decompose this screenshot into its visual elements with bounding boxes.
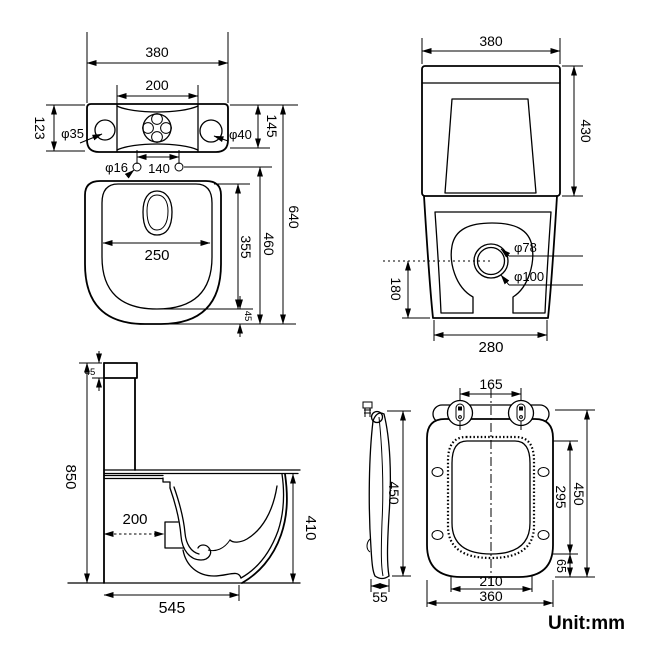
bowl-inner-wall xyxy=(169,487,212,561)
right-tank-hole xyxy=(199,119,223,143)
dim-fix-hole-dia: φ16 xyxy=(105,160,128,175)
dim-opening-width: 210 xyxy=(479,573,503,589)
dim-bowl-inner-width: 250 xyxy=(144,247,169,264)
seat-top-lines xyxy=(103,469,301,475)
plan-view: 380 200 123 φ35 φ40 145 φ16 140 250 355 … xyxy=(32,32,302,337)
side-view: 45 850 200 410 545 xyxy=(62,351,319,617)
tank-recess xyxy=(444,98,537,194)
seat-lid-outline xyxy=(426,418,554,578)
trap-notch xyxy=(164,521,185,549)
dim-plan-valve-span: 200 xyxy=(145,77,169,93)
dim-lid-thickness: 45 xyxy=(85,367,96,378)
seat-plan-view: 165 295 450 65 210 360 xyxy=(426,376,595,607)
dim-outlet-inner-dia: φ78 xyxy=(514,240,537,255)
dim-fix-hole-span: 140 xyxy=(148,161,170,176)
dim-seat-width: 360 xyxy=(479,588,503,604)
outlet-inner-circle xyxy=(476,246,506,276)
bumper-slot-tl xyxy=(431,467,444,477)
dim-bowl-depth: 460 xyxy=(261,232,277,256)
bowl-plan-outline xyxy=(84,180,222,325)
dim-hinge-span: 165 xyxy=(479,376,503,392)
bumper-slot-br xyxy=(537,530,550,540)
unit-label: Unit:mm xyxy=(548,613,625,634)
dim-bowl-height: 410 xyxy=(302,515,319,540)
seat-bumper xyxy=(366,538,371,553)
bowl-outer-profile xyxy=(241,473,288,584)
dim-base-width: 280 xyxy=(478,339,503,356)
dim-plan-tank-width: 380 xyxy=(145,44,169,60)
left-tank-hole xyxy=(94,119,116,141)
seat-opening-inner xyxy=(451,440,531,555)
dim-right-hole-dia: φ40 xyxy=(229,127,252,142)
dim-left-hole-dia: φ35 xyxy=(61,126,84,141)
dim-seat-thickness: 55 xyxy=(372,589,388,605)
dim-seat-length-side: 450 xyxy=(386,481,402,505)
bumper-slot-tr xyxy=(537,467,550,477)
tank-front-outline xyxy=(421,65,561,197)
bumper-slot-bl xyxy=(431,530,444,540)
seat-opening-hatch xyxy=(446,435,536,560)
cistern-plan-outline xyxy=(86,103,229,153)
pedestal-arch xyxy=(450,222,534,314)
seat-profile-back xyxy=(368,420,376,577)
bowl-rim-inner xyxy=(101,183,213,310)
dim-overall-depth: 640 xyxy=(286,205,302,229)
dim-seat-length: 450 xyxy=(571,482,587,506)
hinge-bolt xyxy=(362,401,373,409)
dim-plan-depth-right: 145 xyxy=(264,114,280,138)
front-view: 380 430 φ78 φ100 180 280 xyxy=(383,33,594,356)
flush-button-plan xyxy=(142,113,172,143)
hinge-bolt-left xyxy=(455,403,465,430)
dim-opening-length: 295 xyxy=(553,485,569,509)
dim-bowl-inner-depth: 355 xyxy=(238,235,254,259)
dim-plan-depth-left: 123 xyxy=(32,116,48,140)
hinge-bolt-right xyxy=(516,403,526,430)
dim-outlet-height: 180 xyxy=(388,277,404,301)
fix-hole-left xyxy=(132,162,142,172)
dim-tank-height: 430 xyxy=(578,119,594,143)
fix-hole-right xyxy=(174,162,184,172)
seat-profile-front xyxy=(383,413,392,577)
dim-front-width: 380 xyxy=(479,33,503,49)
dim-rough-in: 200 xyxy=(122,511,147,528)
flush-outlet-plan xyxy=(142,190,173,236)
pedestal-outline xyxy=(423,195,558,319)
tank-side xyxy=(103,362,138,471)
dim-side-depth: 545 xyxy=(159,600,186,617)
dim-outlet-outer-dia: φ100 xyxy=(514,269,544,284)
dim-rim-lip: 45 xyxy=(242,311,253,322)
dim-overall-height: 850 xyxy=(62,464,79,489)
dim-front-margin: 65 xyxy=(554,559,568,573)
seat-side-view: 450 55 xyxy=(362,401,411,605)
